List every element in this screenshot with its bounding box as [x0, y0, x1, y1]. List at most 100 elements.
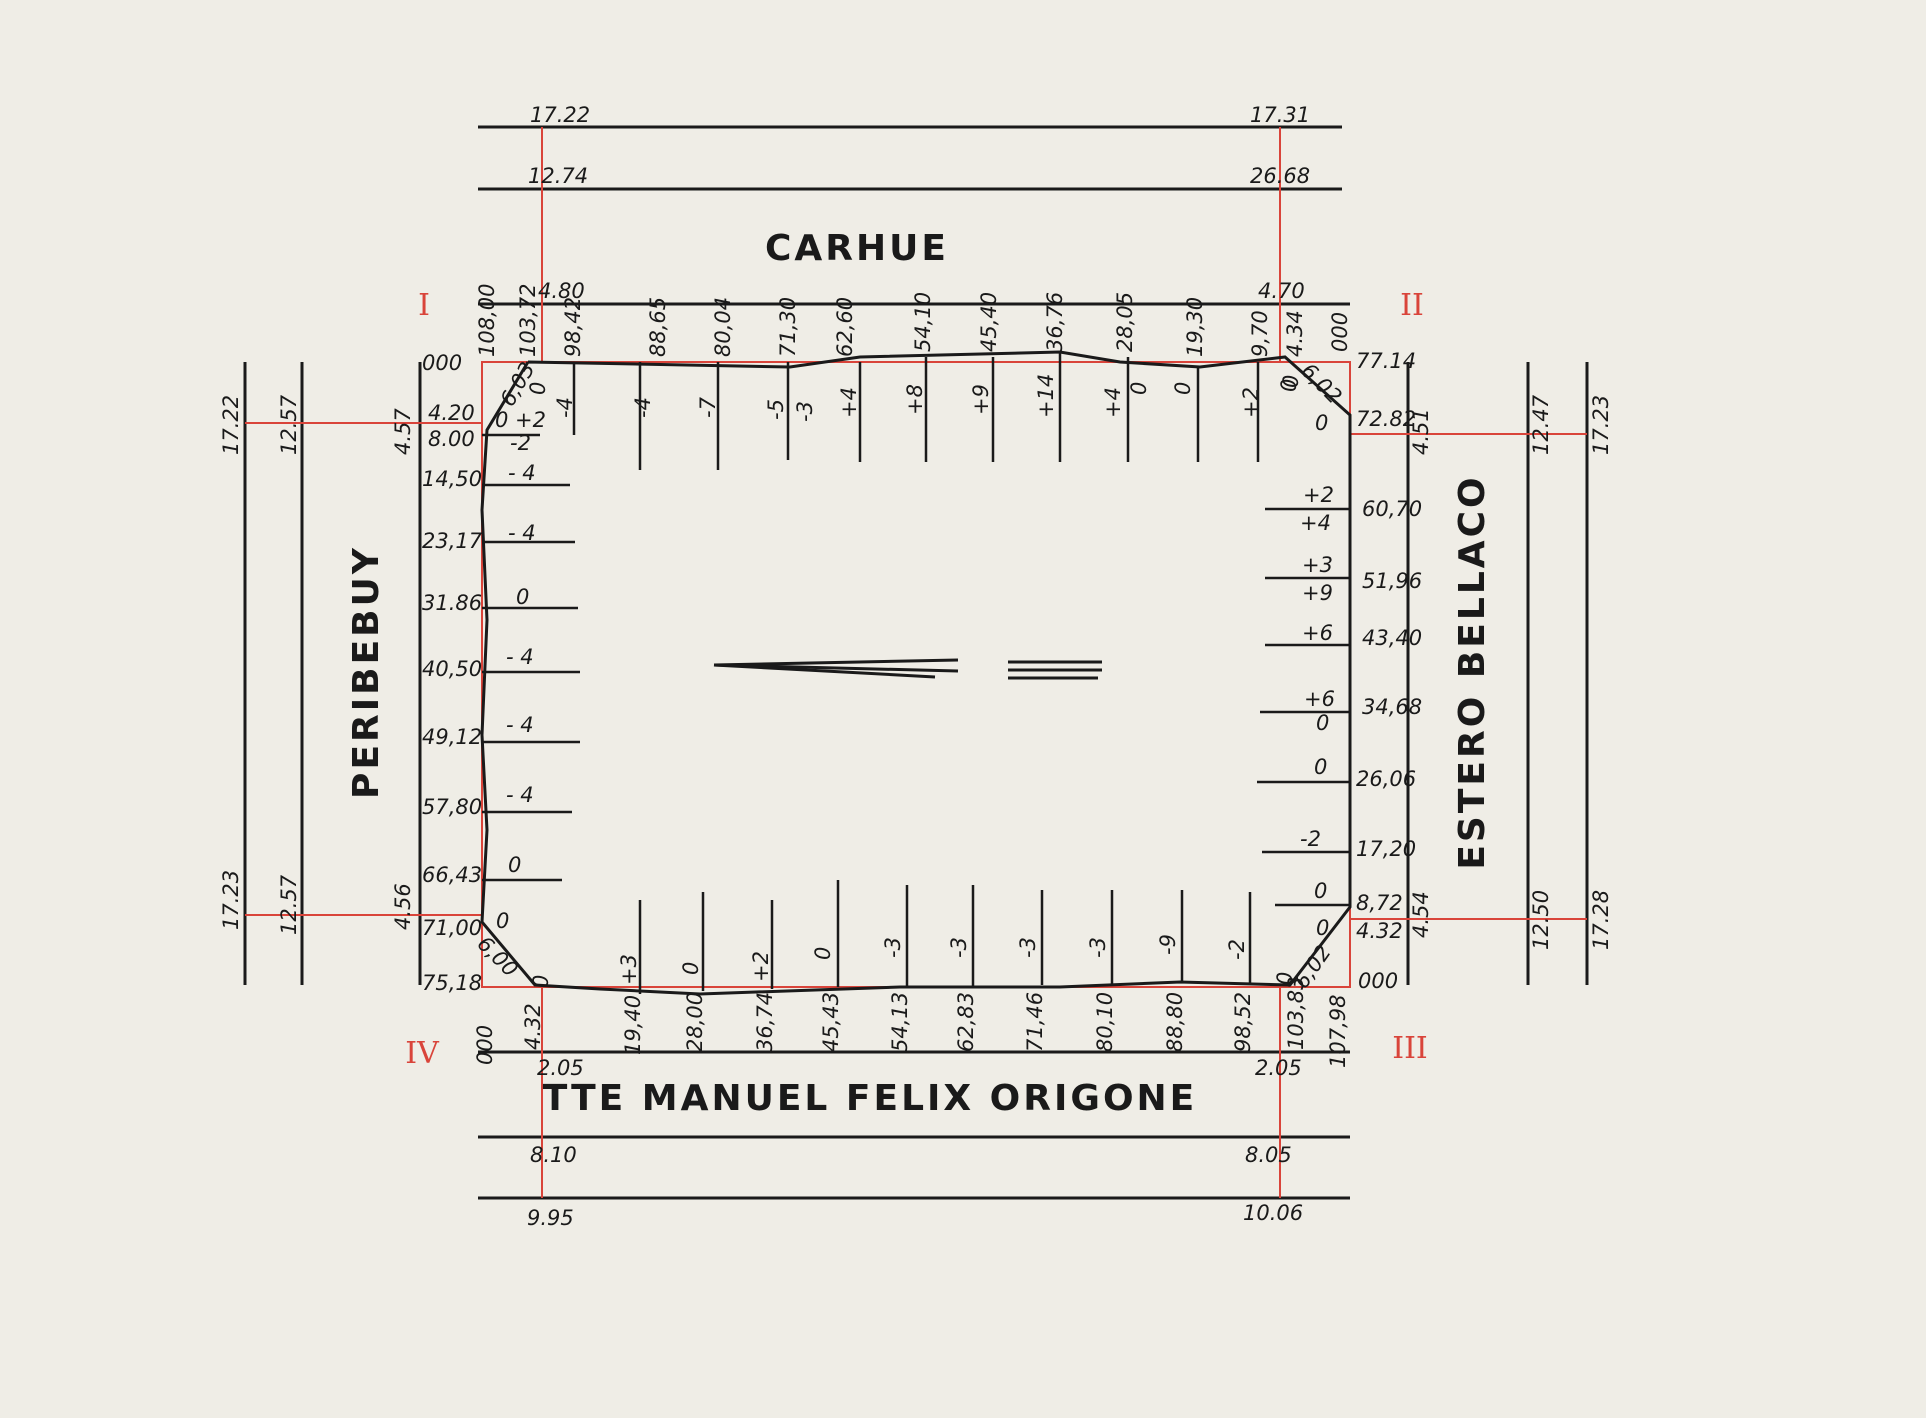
- north-distance: 103,72: [516, 284, 540, 357]
- north-level: -4: [631, 397, 655, 418]
- north-level: 0: [1279, 375, 1303, 388]
- east-distance: 8,72: [1356, 891, 1403, 915]
- width-label: 12.50: [1529, 890, 1553, 950]
- north-arrow-icon: [713, 658, 1102, 680]
- south-level: -3: [881, 937, 905, 958]
- south-level: +2: [749, 951, 773, 982]
- west-level: 0: [516, 585, 529, 609]
- west-levels: 0 +2 -2 - 4 - 4 0 - 4 - 4 - 4 0: [495, 408, 546, 877]
- south-distance: 88,80: [1163, 992, 1187, 1052]
- south-distance: 71,46: [1023, 992, 1047, 1052]
- south-levels: +3 0 +2 0 -3 -3 -3 -3 -9 -2: [617, 934, 1249, 985]
- corner-level-sw-bottom: 0: [529, 975, 553, 988]
- south-distance: 19,40: [621, 995, 645, 1055]
- south-distance: 54,13: [888, 992, 912, 1052]
- north-level: 0: [1127, 382, 1151, 395]
- width-label: 8.10: [530, 1143, 577, 1167]
- width-label: 17.28: [1589, 890, 1613, 950]
- east-distances: 77.14 72.82 60,70 51,96 43,40 34,68 26,0…: [1356, 349, 1422, 993]
- south-level: 0: [679, 962, 703, 975]
- width-label: 4.54: [1409, 891, 1433, 938]
- width-label: 2.05: [537, 1056, 584, 1080]
- width-label: 10.06: [1243, 1201, 1303, 1225]
- north-level: +4: [1101, 387, 1125, 418]
- width-label: 17.31: [1250, 103, 1310, 127]
- east-level: +6: [1302, 621, 1333, 645]
- north-level: -4: [553, 397, 577, 418]
- north-distance: 88,65: [646, 297, 670, 357]
- south-distance: 98,52: [1231, 992, 1255, 1052]
- north-distance: 9,70: [1248, 310, 1272, 357]
- width-label: 4.51: [1409, 408, 1433, 455]
- corner-label-ne: II: [1400, 288, 1424, 323]
- north-distance: 71,30: [776, 297, 800, 357]
- east-distance: 000: [1358, 969, 1398, 993]
- street-name-west: PERIBEBUY: [346, 545, 387, 799]
- street-name-north: CARHUE: [765, 228, 949, 269]
- corner-level-ne-top: 0: [1277, 379, 1301, 392]
- west-distance: 23,17: [422, 529, 483, 553]
- east-distance: 43,40: [1362, 626, 1422, 650]
- south-level: -3: [1086, 937, 1110, 958]
- width-label: 4.56: [391, 883, 415, 930]
- corner-level-se-bottom: 0: [1273, 972, 1297, 985]
- north-level: -7: [696, 396, 720, 418]
- width-label: 2.05: [1255, 1056, 1302, 1080]
- south-distance: 80,10: [1093, 992, 1117, 1052]
- west-distance: 71,00: [422, 916, 482, 940]
- east-level: +4: [1300, 511, 1331, 535]
- corner-label-nw: I: [418, 288, 430, 323]
- block-outline: [480, 350, 1352, 996]
- south-distance: 36,74: [753, 992, 777, 1052]
- corner-level-nw: 0: [526, 382, 550, 395]
- north-level: 0: [1171, 382, 1195, 395]
- west-distances: 000 4.20 8.00 14,50 23,17 31.86 40,50 49…: [422, 351, 483, 995]
- south-level: -3: [1016, 937, 1040, 958]
- north-distance: 28,05: [1113, 292, 1137, 352]
- north-distance: 62,60: [833, 297, 857, 357]
- north-level: +9: [969, 384, 993, 415]
- west-distance: 66,43: [422, 863, 482, 887]
- east-level: 0: [1314, 879, 1327, 903]
- south-distance: 28,00: [683, 992, 707, 1052]
- west-distance: 75,18: [422, 971, 482, 995]
- east-distance: 34,68: [1362, 695, 1422, 719]
- north-level: +14: [1034, 374, 1058, 418]
- north-level: +8: [903, 384, 927, 415]
- south-level: -9: [1156, 934, 1180, 955]
- corner-level-ne-right: 0: [1315, 411, 1328, 435]
- width-label: 17.23: [1589, 395, 1613, 455]
- width-label: 8.05: [1245, 1143, 1292, 1167]
- width-label: 12.57: [277, 874, 301, 935]
- east-level: +9: [1302, 581, 1333, 605]
- street-width-labels: 17.22 12.74 4.80 17.31 26.68 4.70 2.05 8…: [219, 103, 1613, 1230]
- street-lines: [243, 125, 1589, 1200]
- width-label: 9.95: [527, 1206, 574, 1230]
- north-distance: 80,04: [711, 297, 735, 357]
- east-distance: 77.14: [1356, 349, 1416, 373]
- east-distance: 51,96: [1362, 569, 1422, 593]
- west-level: 0 +2: [495, 408, 546, 432]
- east-level: +2: [1303, 483, 1334, 507]
- south-distance: 45,43: [819, 992, 843, 1052]
- corner-level-sw-left: 0: [496, 909, 509, 933]
- north-level: -5: [764, 399, 788, 420]
- west-level: - 4: [506, 783, 534, 807]
- north-distance: 54,10: [911, 292, 935, 352]
- west-distance: 8.00: [428, 427, 475, 451]
- street-name-south: TTE MANUEL FELIX ORIGONE: [543, 1078, 1198, 1119]
- south-level: -2: [1225, 939, 1249, 960]
- north-distance: 4.34: [1283, 310, 1307, 357]
- west-distance: 31.86: [422, 591, 482, 615]
- west-level: - 4: [506, 713, 534, 737]
- south-level: -3: [947, 937, 971, 958]
- west-level: 0: [508, 853, 521, 877]
- north-distance: 45,40: [977, 292, 1001, 352]
- corner-level-se-right: 0: [1316, 916, 1329, 940]
- west-level: - 4: [506, 645, 534, 669]
- north-distance: 98,42: [561, 297, 585, 357]
- south-distance: 103,83: [1284, 977, 1308, 1050]
- south-distance: 000: [473, 1025, 497, 1065]
- west-level: - 4: [508, 461, 536, 485]
